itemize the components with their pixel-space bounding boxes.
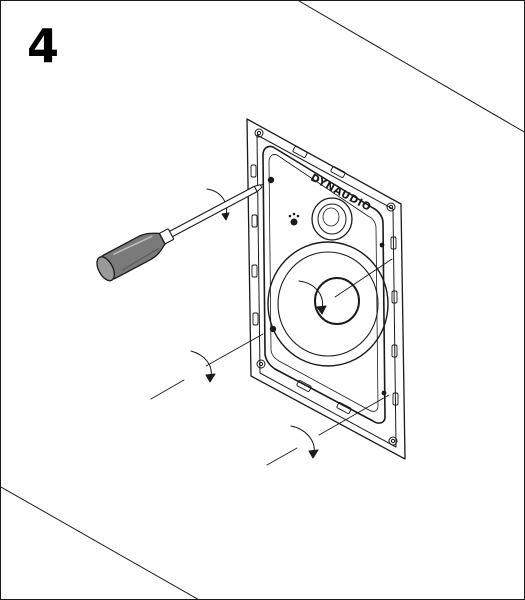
clamp-screw-top-right <box>379 242 385 248</box>
wall-edge-top <box>298 1 524 133</box>
clockwise-arrow-icon-middle <box>190 350 216 383</box>
mounting-frame <box>246 118 406 460</box>
woofer-surround <box>267 241 389 367</box>
frame-recess <box>262 145 386 424</box>
dynaudio-logo-icon <box>288 212 300 226</box>
corner-screw-top-left <box>254 128 264 138</box>
corner-screw-bottom-left <box>256 359 266 369</box>
wall-edge-bottom <box>1 486 199 599</box>
corner-screw-top-right <box>386 202 396 212</box>
screwdriver-shaft <box>167 185 258 239</box>
frame-outer <box>246 118 406 460</box>
woofer <box>267 241 389 367</box>
frame-corner-screws <box>254 128 398 446</box>
step-number: 4 <box>27 19 60 73</box>
clockwise-arrow-icon-upper <box>206 188 230 221</box>
screwdriver-icon <box>96 184 263 282</box>
frame-inner-lip <box>256 134 397 448</box>
frame-recess-inner <box>268 154 379 412</box>
woofer-cone <box>277 251 379 357</box>
speaker-assembly <box>267 176 389 396</box>
clamp-screw-bottom-right <box>381 390 387 396</box>
corner-screw-bottom-right <box>388 436 398 446</box>
frame-side-slots-left <box>250 164 259 326</box>
frame-side-slots-right <box>390 236 399 406</box>
screwdriver-handle-cap <box>96 256 115 282</box>
frame-end-slots <box>292 146 352 414</box>
rotation-arrows <box>190 188 327 459</box>
clockwise-arrow-icon-lower <box>290 425 319 459</box>
clockwise-arrow-icon-woofer <box>298 280 327 315</box>
clamp-screw-top-left <box>267 176 275 184</box>
clamp-screw-bottom-left <box>269 325 277 333</box>
woofer-dustcap <box>314 277 360 325</box>
clamp-screws <box>267 176 387 396</box>
tweeter <box>311 197 353 241</box>
